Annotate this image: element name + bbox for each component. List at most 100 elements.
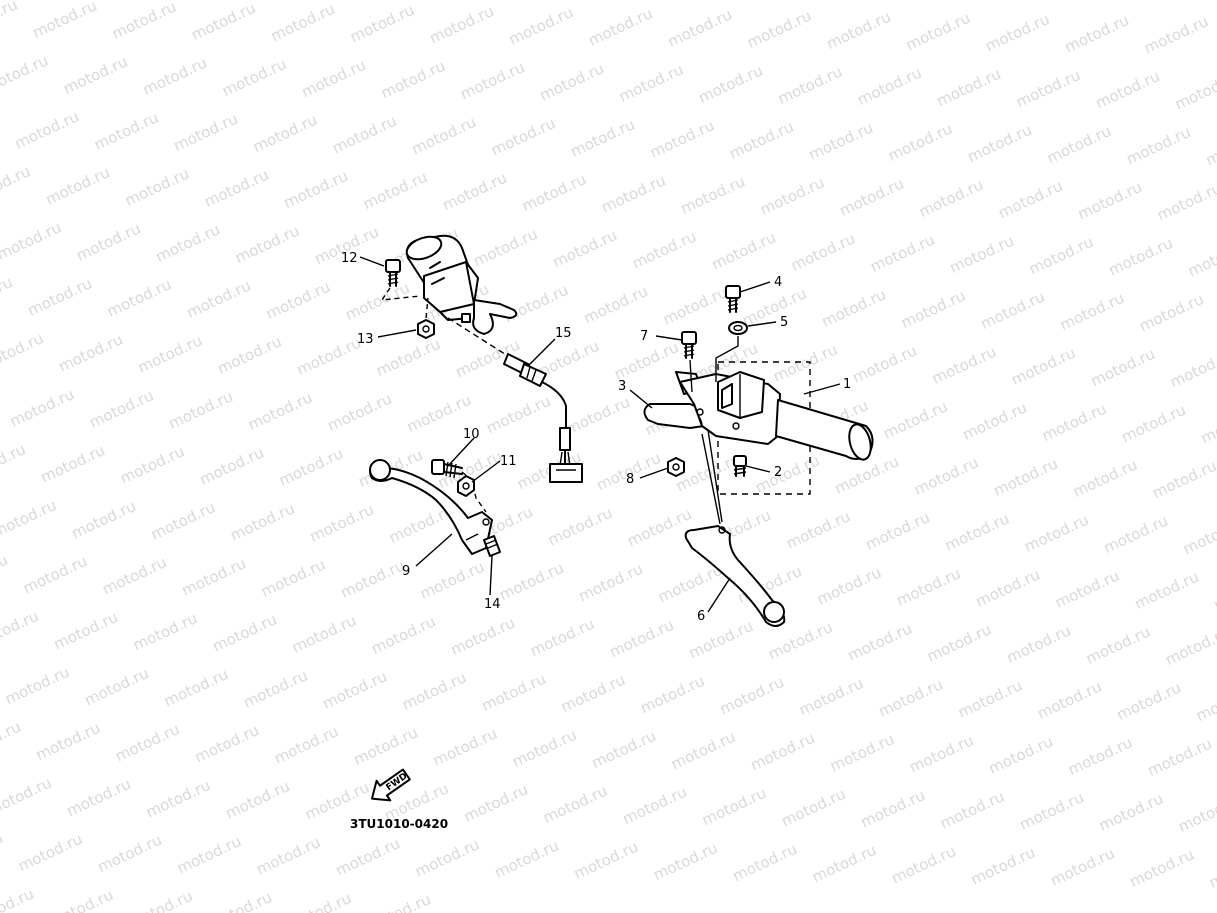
watermark-text: motod.ru <box>986 732 1056 777</box>
watermark-text: motod.ru <box>0 607 41 652</box>
watermark-text: motod.ru <box>726 117 796 162</box>
watermark-text: motod.ru <box>253 833 323 878</box>
watermark-text: motod.ru <box>69 497 139 542</box>
watermark-text: motod.ru <box>0 162 33 207</box>
watermark-text: motod.ru <box>581 282 651 327</box>
watermark-text: motod.ru <box>955 676 1025 721</box>
callout-10: 10 <box>463 427 480 442</box>
watermark-text: motod.ru <box>509 726 579 771</box>
watermark-text: motod.ru <box>201 166 271 211</box>
watermark-text: motod.ru <box>1044 122 1114 167</box>
watermark-text: motod.ru <box>1175 791 1217 836</box>
watermark-text: motod.ru <box>814 563 884 608</box>
watermark-text: motod.ru <box>122 164 192 209</box>
watermark-text: motod.ru <box>342 279 412 324</box>
watermark-text: motod.ru <box>60 52 130 97</box>
watermark-text: motod.ru <box>1106 234 1176 279</box>
watermark-text: motod.ru <box>496 559 566 604</box>
watermark-text: motod.ru <box>15 830 85 875</box>
watermark-text: motod.ru <box>624 505 694 550</box>
brake-master-cylinder-assembly <box>643 361 874 525</box>
watermark-text: motod.ru <box>1070 456 1140 501</box>
watermark-text: motod.ru <box>924 620 994 665</box>
watermark-text: motod.ru <box>43 163 113 208</box>
watermark-text: motod.ru <box>968 843 1038 888</box>
watermark-text: motod.ru <box>399 668 469 713</box>
watermark-text: motod.ru <box>0 885 37 913</box>
watermark-text: motod.ru <box>806 119 876 164</box>
watermark-text: motod.ru <box>655 561 725 606</box>
watermark-text: motod.ru <box>20 552 90 597</box>
watermark-text: motod.ru <box>854 64 924 109</box>
watermark-text: motod.ru <box>7 385 77 430</box>
watermark-text: motod.ru <box>30 0 100 42</box>
brake-switch-part-15 <box>447 317 583 483</box>
watermark-text: motod.ru <box>368 612 438 657</box>
watermark-text: motod.ru <box>1145 735 1215 780</box>
watermark-text: motod.ru <box>281 167 351 212</box>
watermark-text: motod.ru <box>184 276 254 321</box>
watermark-text: motod.ru <box>112 720 182 765</box>
watermark-text: motod.ru <box>232 222 302 267</box>
watermark-text: motod.ru <box>1057 289 1127 334</box>
watermark-text: motod.ru <box>1136 290 1206 335</box>
watermark-text: motod.ru <box>33 719 103 764</box>
watermark-text: motod.ru <box>545 504 615 549</box>
watermark-text: motod.ru <box>563 393 633 438</box>
watermark-text: motod.ru <box>412 835 482 880</box>
watermark-text: motod.ru <box>104 275 174 320</box>
watermark-text: motod.ru <box>1203 124 1217 169</box>
watermark-text: motod.ru <box>271 722 341 767</box>
watermark-text: motod.ru <box>1154 179 1217 224</box>
watermark-text: motod.ru <box>929 343 999 388</box>
watermark-text: motod.ru <box>223 777 293 822</box>
watermark-text: motod.ru <box>616 60 686 105</box>
watermark-text: motod.ru <box>289 611 359 656</box>
throttle-grip-assembly <box>405 234 518 335</box>
watermark-text: motod.ru <box>488 114 558 159</box>
watermark-text: motod.ru <box>143 776 213 821</box>
watermark-text: motod.ru <box>483 392 553 437</box>
callout-4: 4 <box>774 275 782 290</box>
watermark-text: motod.ru <box>1047 844 1117 889</box>
bolt-part-10 <box>431 459 487 513</box>
watermark-text: motod.ru <box>135 331 205 376</box>
watermark-text: motod.ru <box>696 61 766 106</box>
watermark-text: motod.ru <box>192 721 262 766</box>
watermark-text: motod.ru <box>258 555 328 600</box>
watermark-text: motod.ru <box>1149 457 1217 502</box>
watermark-text: motod.ru <box>757 173 827 218</box>
watermark-text: motod.ru <box>0 51 51 96</box>
watermark-text: motod.ru <box>284 889 354 913</box>
watermark-text: motod.ru <box>527 615 597 660</box>
watermark-text: motod.ru <box>1167 346 1217 391</box>
watermark-text: motod.ru <box>571 838 641 883</box>
watermark-text: motod.ru <box>338 556 408 601</box>
watermark-text: motod.ru <box>440 169 510 214</box>
watermark-text: motod.ru <box>430 724 500 769</box>
callout-9: 9 <box>402 564 410 579</box>
watermark-text: motod.ru <box>1013 66 1083 111</box>
watermark-text: motod.ru <box>783 507 853 552</box>
watermark-text: motod.ru <box>0 0 20 41</box>
watermark-text: motod.ru <box>730 840 800 885</box>
watermark-text: motod.ru <box>86 386 156 431</box>
watermark-text: motod.ru <box>2 663 72 708</box>
callout-11: 11 <box>500 454 517 469</box>
watermark-text: motod.ru <box>885 120 955 165</box>
watermark-text: motod.ru <box>1198 402 1217 447</box>
watermark-text: motod.ru <box>333 834 403 879</box>
watermark-text: motod.ru <box>276 444 346 489</box>
watermark-text: motod.ru <box>537 59 607 104</box>
watermark-text: motod.ru <box>775 63 845 108</box>
watermark-text: motod.ru <box>837 175 907 220</box>
watermark-text: motod.ru <box>824 8 894 53</box>
watermark-text: motod.ru <box>347 1 417 46</box>
watermark-text: motod.ru <box>770 340 840 385</box>
watermark-text: motod.ru <box>378 57 448 102</box>
watermark-text: motod.ru <box>461 780 531 825</box>
watermark-text: motod.ru <box>717 673 787 718</box>
watermark-text: motod.ru <box>1021 511 1091 556</box>
watermark-text: motod.ru <box>576 560 646 605</box>
bolt-part-12 <box>380 259 421 301</box>
